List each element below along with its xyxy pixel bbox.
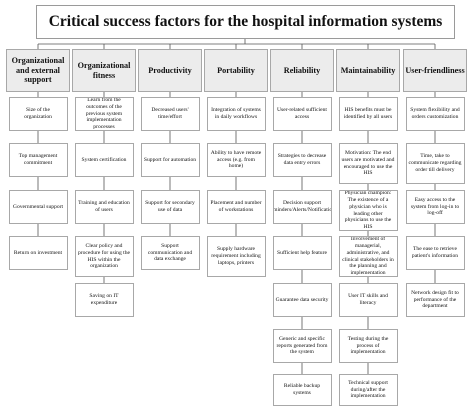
factor-item: System certification (74, 143, 134, 177)
column-header-label: Organizational and external support (11, 56, 65, 85)
factor-item-label: Saving on IT expenditure (89, 293, 119, 306)
factor-item-label: Support for automation (143, 156, 197, 163)
factor-item-label: User-related sufficient access (277, 107, 327, 120)
factor-item-label: Reliable backup systems (283, 383, 321, 396)
column-header-organizational-fitness: Organizational fitness (72, 49, 136, 92)
factor-item-label: Guarantee data security (275, 296, 329, 303)
factor-item: Placement and number of workstations (206, 190, 266, 224)
column-header-reliability: Reliability (270, 49, 334, 92)
factor-item: Top management commitment (8, 143, 68, 177)
factor-item: Strategies to decrease data entry errors (272, 143, 332, 177)
factor-item: The ease to retrieve patient's informati… (405, 236, 465, 270)
factor-item-label: Generic and specific reports generated f… (276, 335, 328, 356)
factor-item: Support communication and data exchange (140, 236, 200, 270)
factor-item-label: The ease to retrieve patient's informati… (411, 246, 459, 259)
factor-item-label: Training and education of users (78, 200, 130, 213)
factor-item: Decision support (Reminders/Alerts/Notif… (272, 190, 332, 224)
diagram-title-box: Critical success factors for the hospita… (36, 5, 455, 39)
factor-item-label: User IT skills and literacy (348, 293, 388, 306)
factor-item: Size of the organization (8, 97, 68, 131)
diagram-title: Critical success factors for the hospita… (48, 13, 443, 30)
factor-item-label: Learn from the outcomes of the previous … (85, 97, 123, 131)
factor-item-label: Motivation: The end users are motivated … (341, 150, 395, 177)
factor-item: Technical support during/after the imple… (338, 374, 398, 406)
factor-item: Ability to have remote access (e.g. from… (206, 143, 266, 177)
factor-item: Generic and specific reports generated f… (272, 329, 332, 363)
column-header-organizational-and-external-support: Organizational and external support (6, 49, 70, 92)
factor-item-label: System flexibility and orders customizat… (410, 107, 460, 120)
factor-item-label: Support for secondary use of data (145, 200, 195, 213)
factor-item-label: Top management commitment (18, 153, 58, 166)
factor-item-label: Technical support during/after the imple… (348, 379, 388, 400)
factor-item: Learn from the outcomes of the previous … (74, 97, 134, 131)
factor-item: Clear policy and procedure for using the… (74, 236, 134, 277)
factor-item-label: HIS benefits must be identified by all u… (343, 107, 393, 120)
factor-item-label: Time, take to communicate regarding orde… (408, 153, 462, 173)
factor-item-label: Network design fit to performance of the… (411, 289, 459, 310)
factor-item: Support for automation (140, 143, 200, 177)
column-header-label: Reliability (283, 65, 321, 75)
factor-item-label: Supply hardware requirement including la… (211, 246, 261, 266)
factor-item: Testing during the process of implementa… (338, 329, 398, 363)
column-header-label: Organizational fitness (77, 61, 131, 80)
factor-item: Reliable backup systems (272, 374, 332, 406)
factor-item-label: Sufficient help feature (277, 249, 327, 256)
column-header-user-friendliness: User-friendliness (403, 49, 467, 92)
column-header-productivity: Productivity (138, 49, 202, 92)
factor-item-label: Physician champion: The existence of a p… (344, 190, 392, 230)
factor-item: Easy access to the system from log-in to… (405, 190, 465, 224)
factor-item: System flexibility and orders customizat… (405, 97, 465, 131)
factor-item-label: Testing during the process of implementa… (347, 335, 389, 356)
column-header-label: Maintainability (340, 65, 396, 75)
column-header-label: User-friendliness (405, 65, 465, 75)
column-header-label: Portability (217, 65, 255, 75)
factor-item-label: System certification (81, 156, 127, 163)
factor-item-label: Clear policy and procedure for using the… (77, 243, 131, 270)
factor-item: Saving on IT expenditure (74, 283, 134, 317)
factor-item: Physician champion: The existence of a p… (338, 190, 398, 231)
factor-item: Return on investment (8, 236, 68, 270)
factor-item: Supply hardware requirement including la… (206, 236, 266, 277)
factor-item: HIS benefits must be identified by all u… (338, 97, 398, 131)
factor-item-label: Easy access to the system from log-in to… (410, 196, 460, 217)
factor-item-label: Ability to have remote access (e.g. from… (210, 149, 262, 170)
factor-item-label: Governmental support (12, 203, 64, 210)
factor-item: Support for secondary use of data (140, 190, 200, 224)
factor-item: User IT skills and literacy (338, 283, 398, 317)
factor-item-label: Strategies to decrease data entry errors (277, 153, 327, 166)
factor-item: Training and education of users (74, 190, 134, 224)
factor-item: Sufficient help feature (272, 236, 332, 270)
factor-item-label: Involvement of managerial, administrativ… (342, 236, 394, 276)
factor-item: Involvement of managerial, administrativ… (338, 236, 398, 277)
column-header-maintainability: Maintainability (336, 49, 400, 92)
factor-item: Governmental support (8, 190, 68, 224)
column-header-label: Productivity (148, 65, 192, 75)
factor-item-label: Integration of systems in daily workflow… (211, 107, 261, 120)
factor-item: Time, take to communicate regarding orde… (405, 143, 465, 184)
factor-item-label: Return on investment (13, 249, 63, 256)
factor-item-label: Support communication and data exchange (147, 242, 193, 263)
factor-item: Guarantee data security (272, 283, 332, 317)
factor-item: Integration of systems in daily workflow… (206, 97, 266, 131)
factor-item-label: Decision support (Reminders/Alerts/Notif… (273, 200, 331, 213)
factor-item: Network design fit to performance of the… (405, 283, 465, 317)
factor-item-label: Decreased users' time/effort (151, 107, 189, 120)
factor-item: Motivation: The end users are motivated … (338, 143, 398, 184)
factor-item-label: Placement and number of workstations (210, 200, 262, 213)
factor-item: User-related sufficient access (272, 97, 332, 131)
factor-item: Decreased users' time/effort (140, 97, 200, 131)
factor-item-label: Size of the organization (24, 107, 52, 120)
column-header-portability: Portability (204, 49, 268, 92)
